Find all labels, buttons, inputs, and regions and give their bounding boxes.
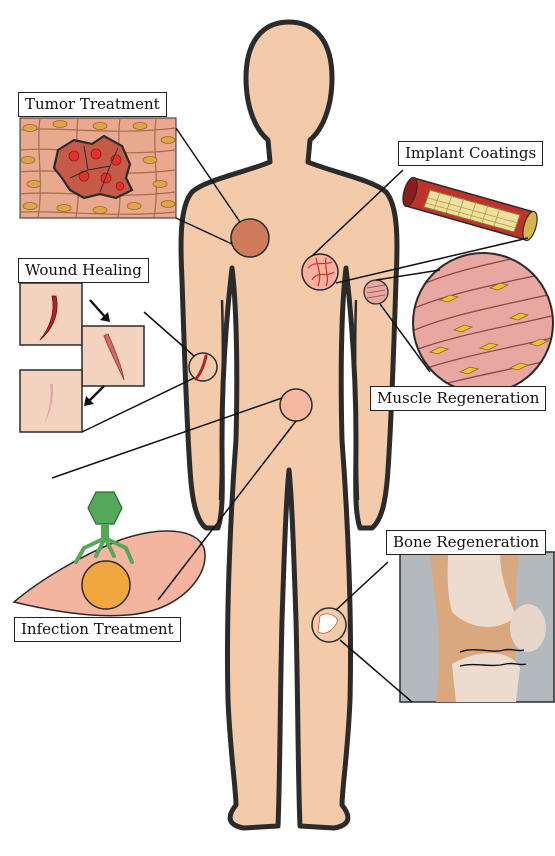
label-bone-regeneration: Bone Regeneration — [386, 530, 546, 555]
body-silhouette — [181, 22, 397, 828]
phage-head — [88, 492, 122, 524]
tumor-panel — [20, 118, 176, 218]
arrow-icon — [88, 386, 104, 402]
implant-stent-graphic — [400, 176, 540, 242]
bone-panel — [400, 552, 554, 702]
label-tumor-treatment: Tumor Treatment — [18, 92, 167, 117]
infection-graphic — [14, 492, 205, 616]
muscle-site-marker — [364, 280, 388, 304]
human-body — [181, 22, 397, 828]
tumor-site-marker — [231, 219, 269, 257]
infection-site-marker — [280, 389, 312, 421]
implant-site-marker — [302, 254, 338, 290]
arrow-icon — [90, 300, 106, 318]
label-infection-treatment: Infection Treatment — [14, 617, 181, 642]
wound-healing-panels — [20, 283, 144, 432]
label-wound-healing: Wound Healing — [18, 258, 149, 283]
label-implant-coatings: Implant Coatings — [398, 141, 543, 166]
label-muscle-regeneration: Muscle Regeneration — [370, 386, 546, 411]
